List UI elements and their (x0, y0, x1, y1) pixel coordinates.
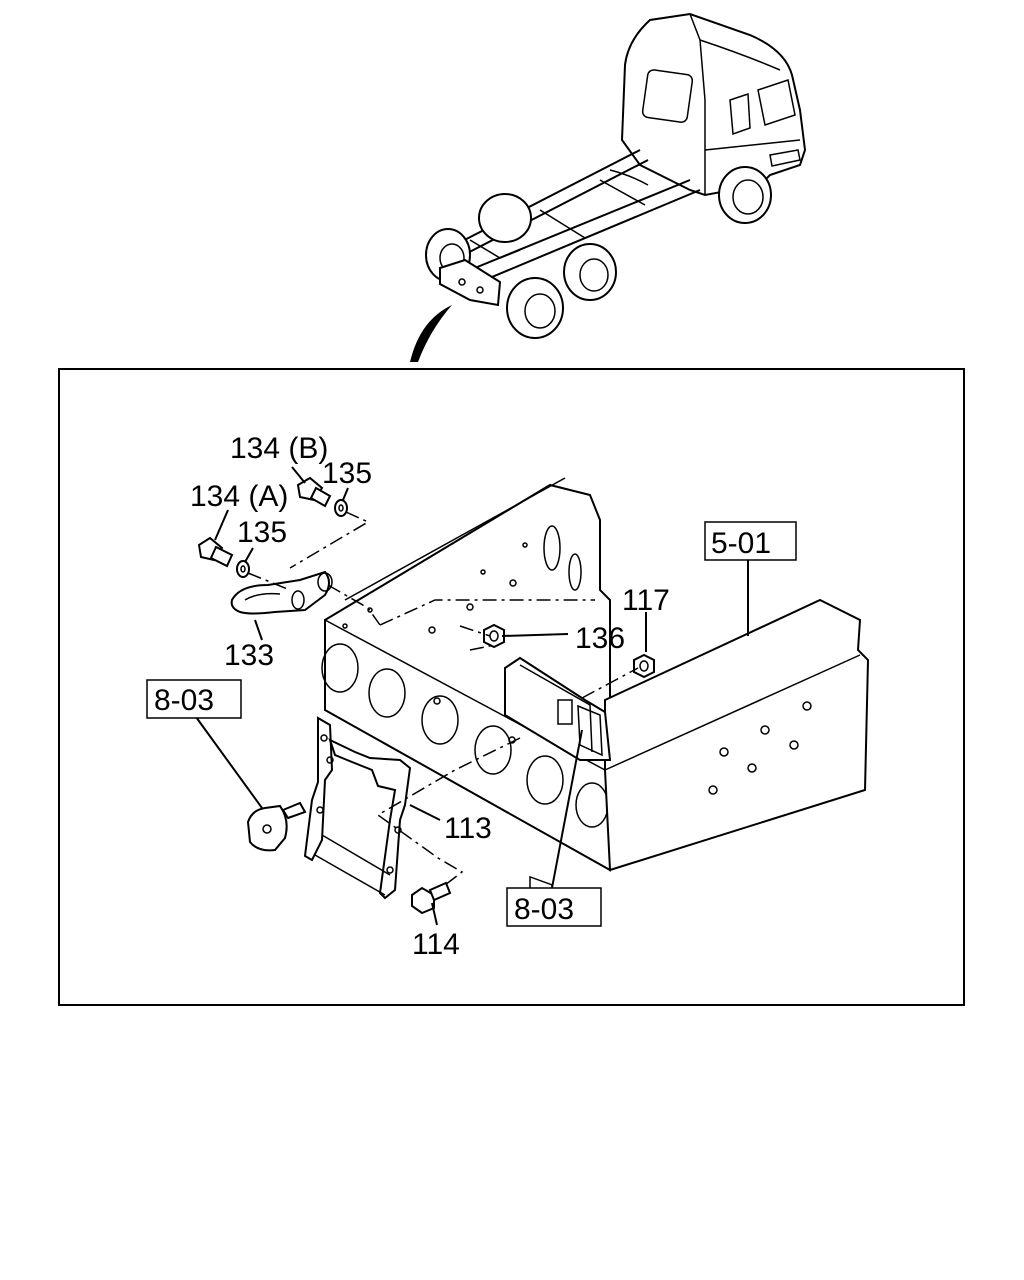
callout-134a: 134 (A) (190, 480, 288, 513)
reference-8-03-right-label: 8-03 (514, 893, 574, 926)
tow-hook-133 (230, 570, 333, 615)
callout-135-top: 135 (322, 457, 372, 490)
washer-135-bottom (236, 560, 250, 578)
callout-114: 114 (412, 928, 460, 961)
detail-frame (58, 368, 965, 1006)
reference-8-03-left: 8-03 (146, 679, 242, 719)
leader-lines (195, 466, 749, 926)
bracket-113 (303, 716, 412, 900)
reference-5-01: 5-01 (704, 521, 797, 561)
nut-136 (483, 623, 505, 649)
assembly-lines (247, 511, 639, 886)
bolt-134a (197, 536, 234, 568)
callout-136: 136 (575, 622, 625, 655)
callout-117: 117 (622, 584, 670, 617)
callout-labels: 134 (B) 135 134 (A) 135 133 136 117 113 … (190, 432, 670, 961)
callout-113: 113 (444, 812, 492, 845)
truck-overview-illustration (410, 12, 807, 362)
reference-8-03-left-label: 8-03 (154, 684, 214, 717)
reference-8-03-right: 8-03 (506, 887, 602, 927)
reference-5-01-label: 5-01 (711, 527, 771, 560)
callout-134b: 134 (B) (230, 432, 328, 465)
nut-117 (633, 653, 655, 679)
bolt-134b (296, 476, 332, 508)
washer-135-top (334, 499, 348, 517)
callout-133: 133 (224, 639, 274, 672)
callout-135-bottom: 135 (237, 516, 287, 549)
bolt-114 (411, 881, 452, 915)
trailer-socket (246, 801, 307, 852)
frame-rear-end-detail (321, 477, 870, 916)
